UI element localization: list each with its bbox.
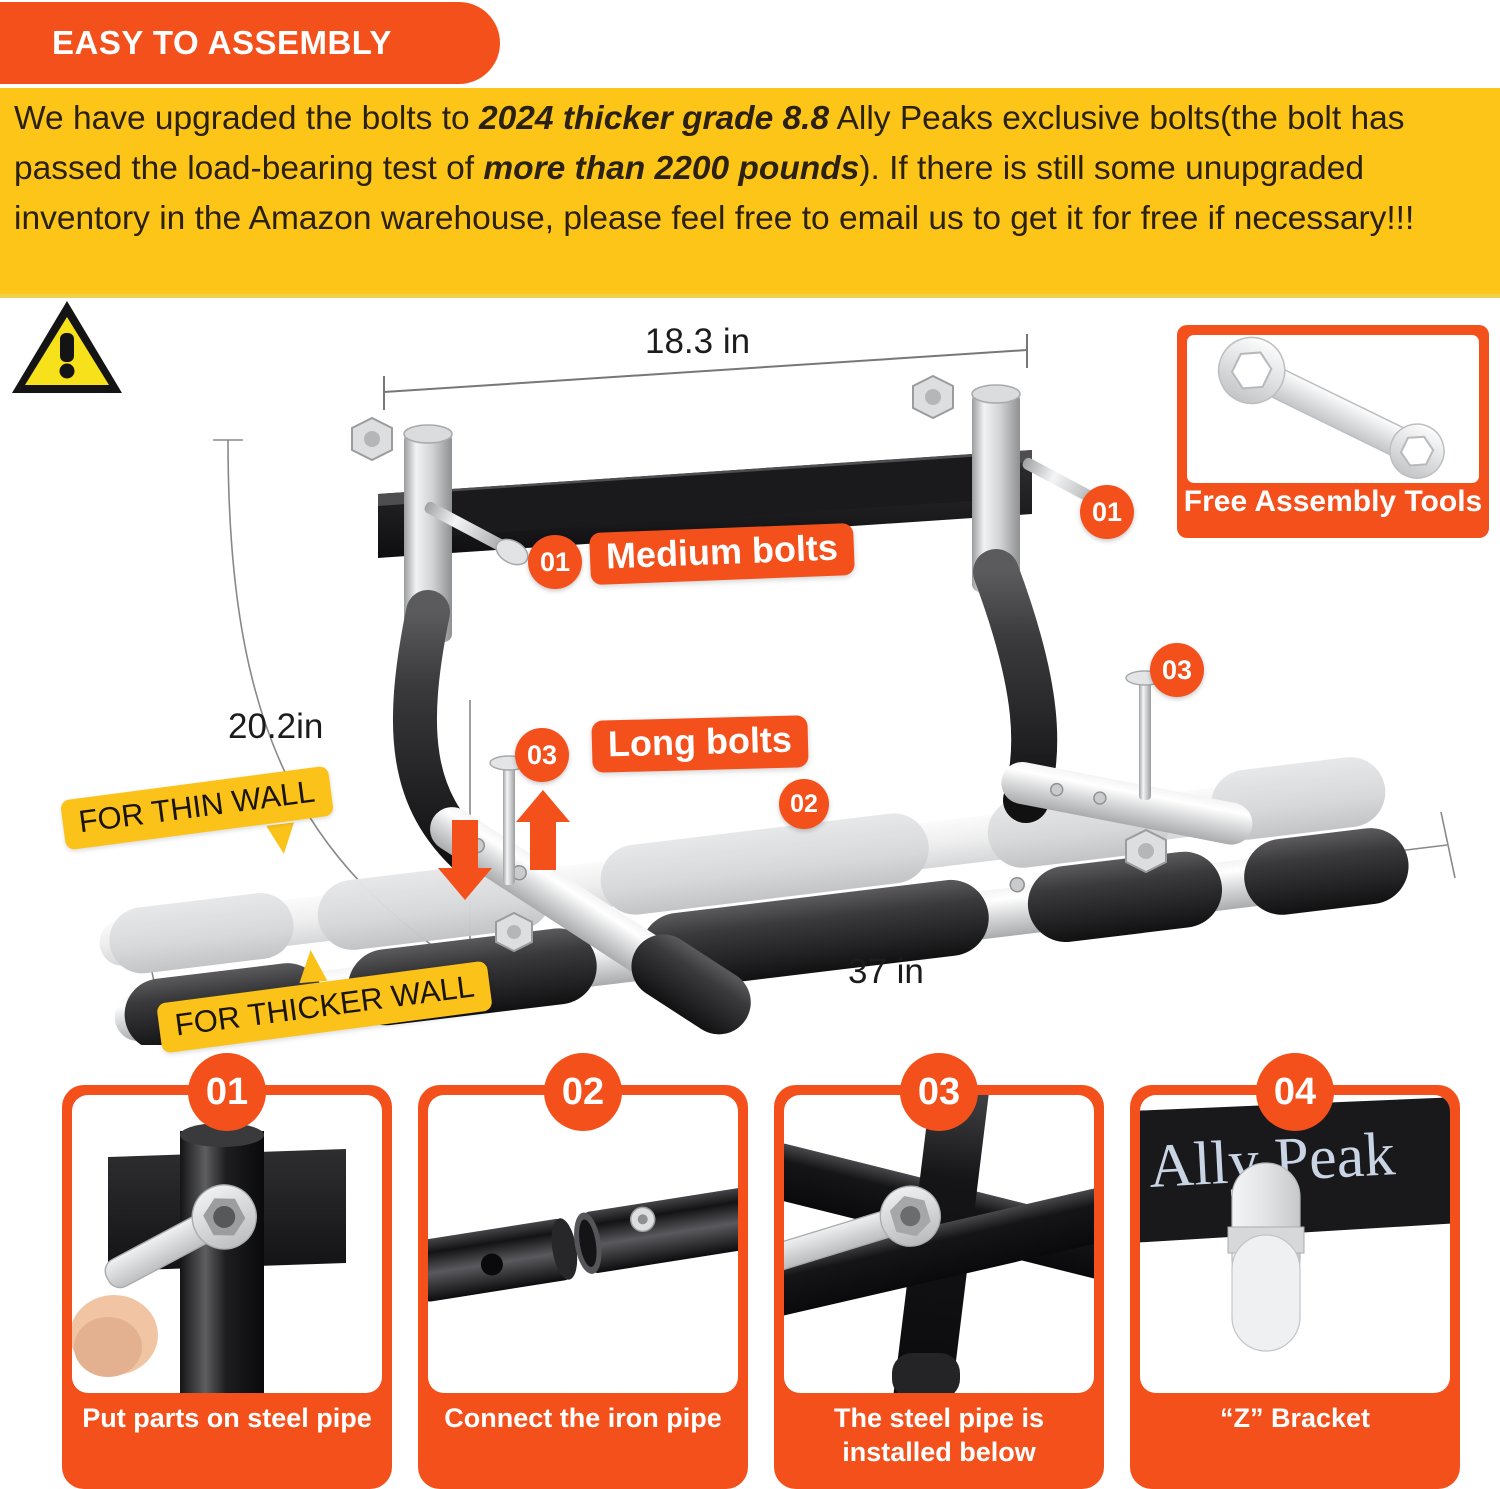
right-strut bbox=[1001, 761, 1253, 845]
callout-thin-wall-tail bbox=[266, 822, 298, 856]
step-image-02 bbox=[428, 1095, 738, 1393]
callout-medium-bolts: Medium bolts bbox=[589, 522, 855, 586]
step-image-04: Ally Peak bbox=[1140, 1095, 1450, 1393]
dimension-length-label: 37 in bbox=[848, 952, 924, 991]
step-badge-04: 04 bbox=[1256, 1053, 1334, 1131]
callout-thicker-wall-tail bbox=[296, 948, 328, 984]
step-badge-02: 02 bbox=[544, 1053, 622, 1131]
step-caption-03: The steel pipe is installed below bbox=[833, 1403, 1045, 1467]
dimension-width-label: 18.3 in bbox=[645, 322, 751, 361]
callout-long-bolts: Long bolts bbox=[591, 715, 809, 773]
step-panel-01: 01 bbox=[62, 1053, 392, 1489]
step-image-03 bbox=[784, 1095, 1094, 1393]
nut-top-right bbox=[912, 374, 954, 420]
arrow-up-orange bbox=[516, 790, 570, 870]
medium-bolt-left bbox=[424, 501, 529, 566]
banner-underline bbox=[0, 294, 1500, 298]
dimension-height-label: 20.2in bbox=[228, 707, 324, 746]
step-caption-01: Put parts on steel pipe bbox=[82, 1403, 372, 1433]
badge-03-long-bolts-left: 03 bbox=[515, 728, 569, 782]
top-crossbar bbox=[378, 450, 1032, 558]
arrow-down-orange bbox=[438, 820, 492, 900]
free-assembly-tools-box: Free Assembly Tools bbox=[1177, 325, 1489, 538]
step-badge-01: 01 bbox=[188, 1053, 266, 1131]
double-box-wrench-icon bbox=[1217, 336, 1445, 479]
promo-banner-text: We have upgraded the bolts to 2024 thick… bbox=[14, 100, 1415, 237]
dimension-line-width bbox=[383, 334, 1028, 410]
step-panel-04: 04 Ally Peak “Z bbox=[1130, 1053, 1460, 1489]
badge-03-long-bolts-right: 03 bbox=[1150, 643, 1204, 697]
nut-bottom-left bbox=[495, 911, 533, 953]
headline-pill: EASY TO ASSEMBLY bbox=[0, 2, 500, 84]
step-panel-03: 03 bbox=[774, 1053, 1104, 1489]
step-caption-02: Connect the iron pipe bbox=[444, 1403, 722, 1433]
nut-top-left bbox=[351, 416, 393, 462]
free-assembly-tools-image bbox=[1187, 335, 1479, 483]
free-assembly-tools-label: Free Assembly Tools bbox=[1183, 485, 1483, 518]
step-caption-04: “Z” Bracket bbox=[1219, 1403, 1371, 1433]
step-panel-02: 02 bbox=[418, 1053, 748, 1489]
headline-pill-label: EASY TO ASSEMBLY bbox=[52, 24, 392, 61]
badge-02-pipe-joint: 02 bbox=[779, 779, 829, 829]
assembly-steps: 01 bbox=[0, 1053, 1500, 1489]
promo-banner: We have upgraded the bolts to 2024 thick… bbox=[0, 88, 1500, 294]
step-image-01 bbox=[72, 1095, 382, 1393]
step-badge-03: 03 bbox=[900, 1053, 978, 1131]
left-post bbox=[403, 424, 453, 642]
right-post bbox=[971, 384, 1021, 592]
badge-01-medium-bolts-left: 01 bbox=[528, 535, 582, 589]
badge-01-medium-bolts-right: 01 bbox=[1080, 485, 1134, 539]
warning-triangle-icon bbox=[12, 301, 122, 393]
nut-bottom-right bbox=[1125, 828, 1167, 874]
